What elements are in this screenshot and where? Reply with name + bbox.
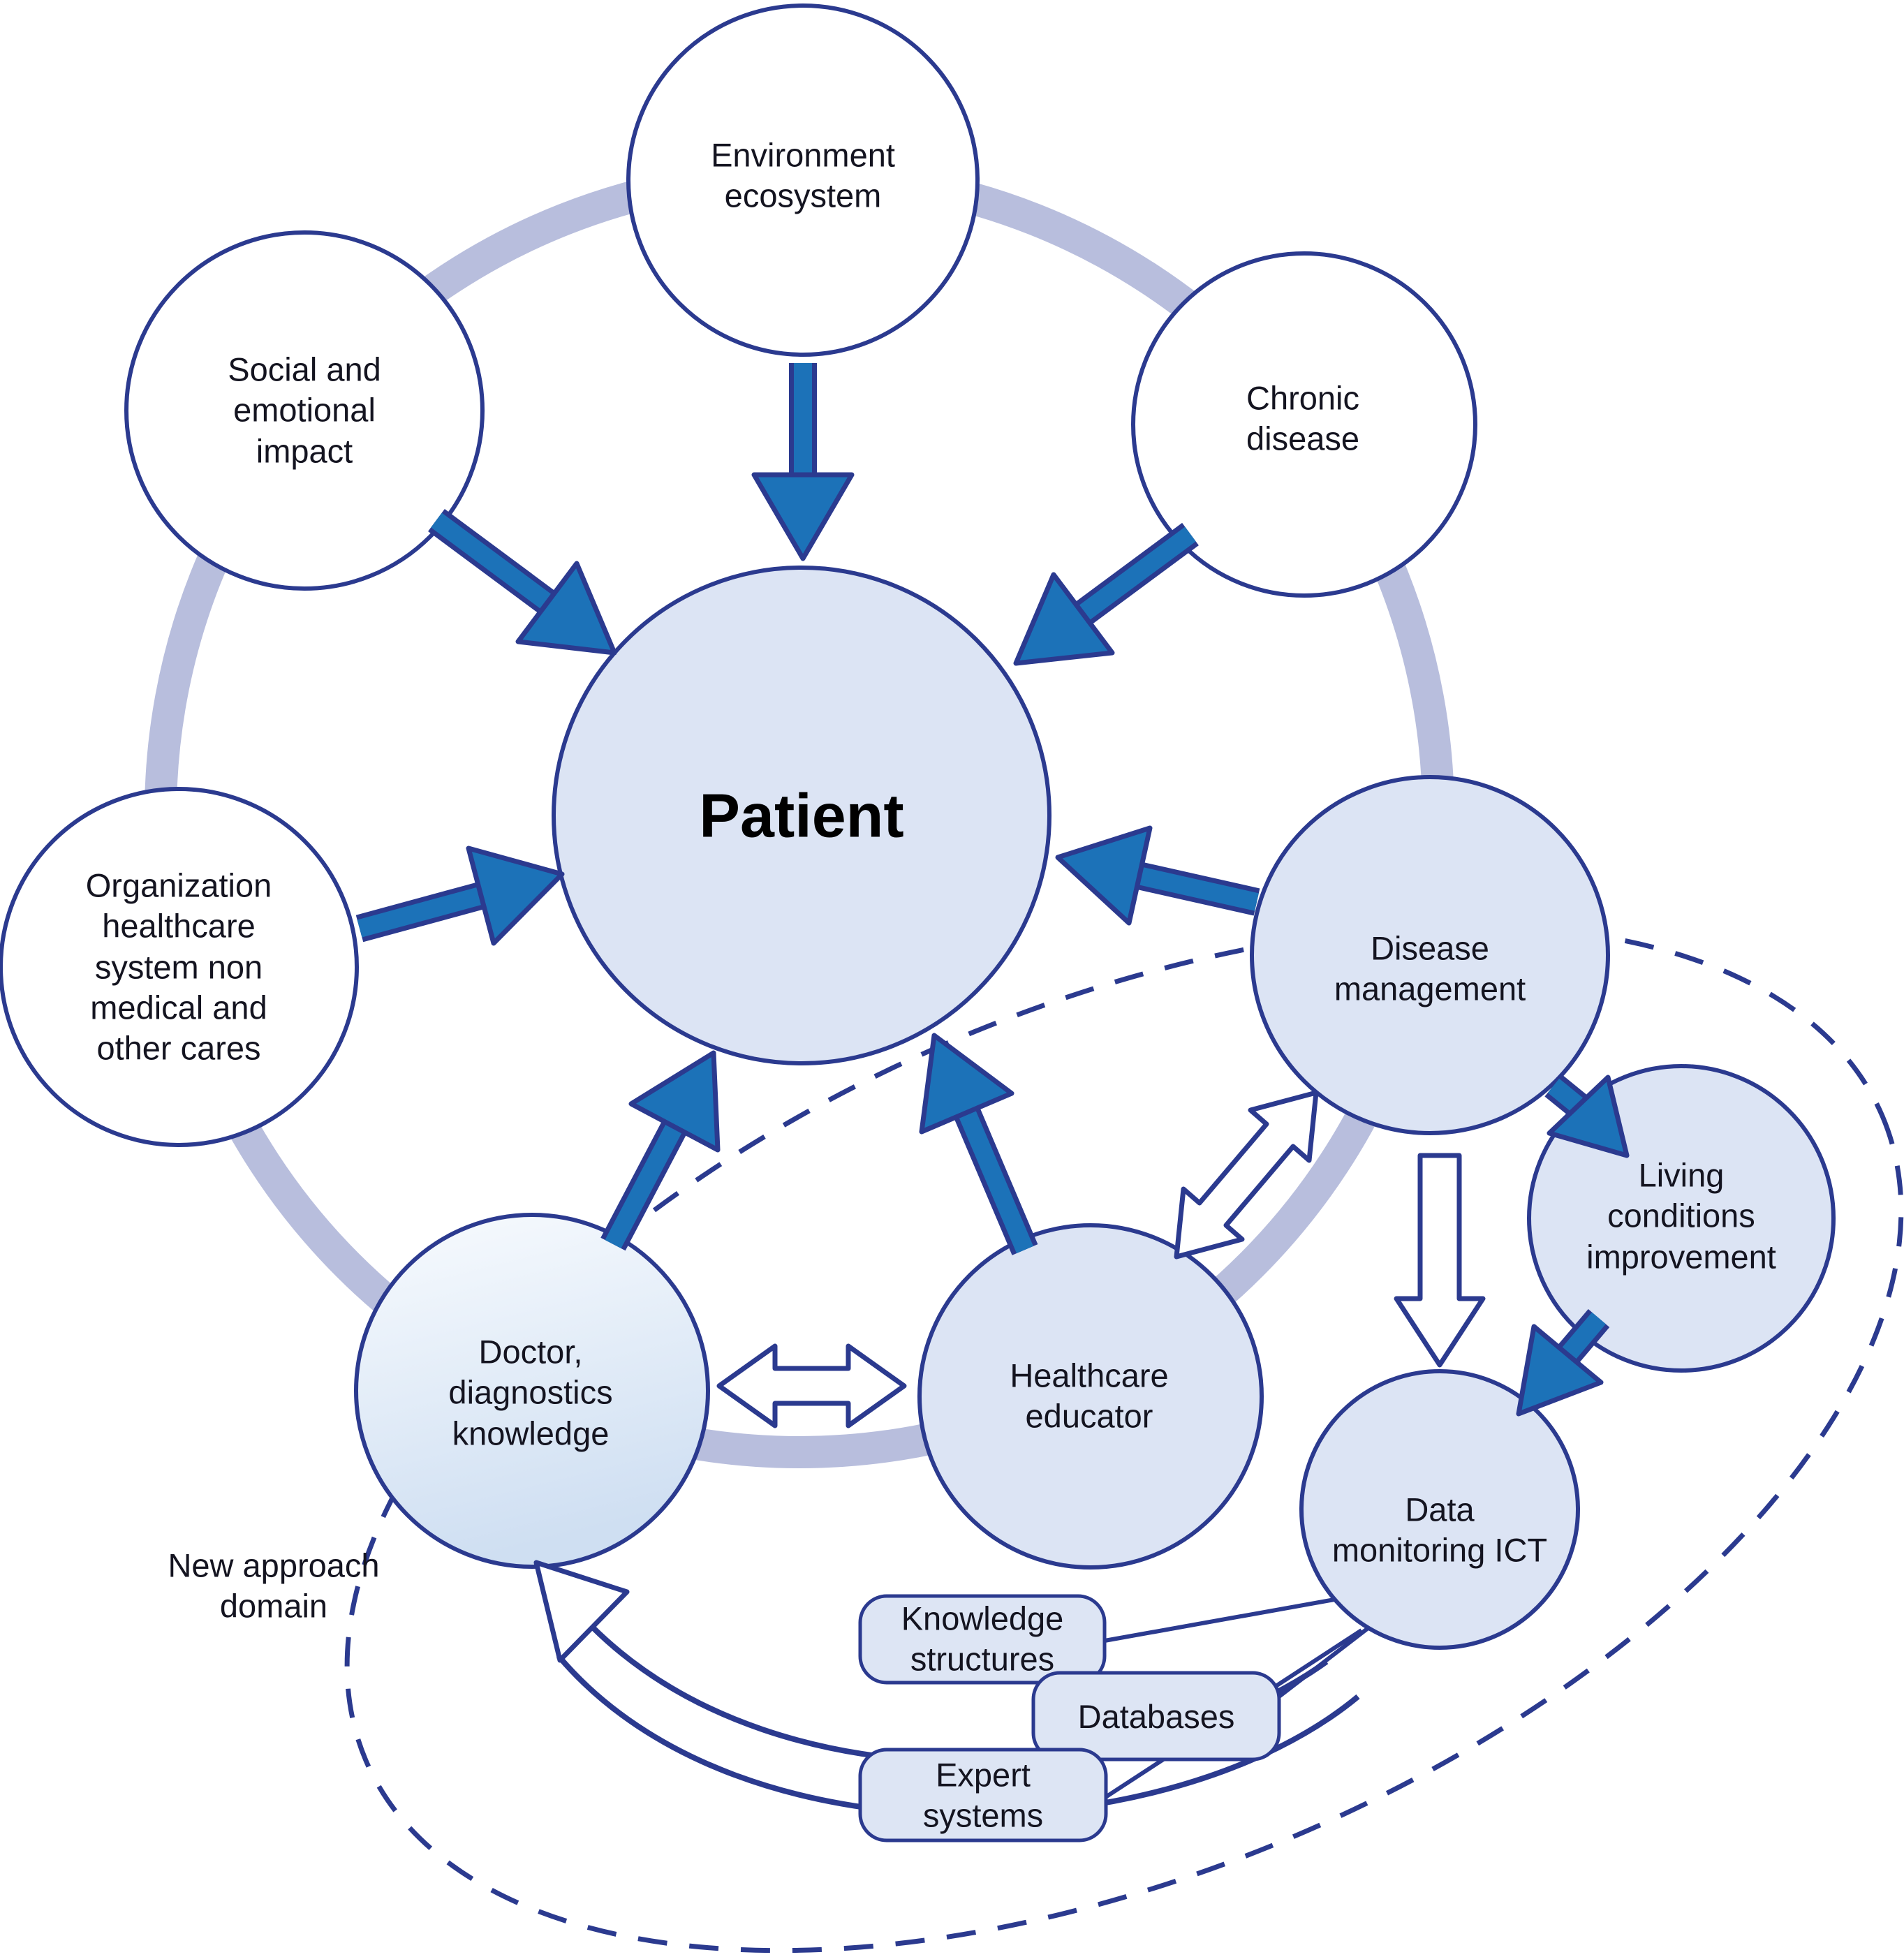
healthcare-educator-node-circle <box>917 1223 1264 1570</box>
double-arrow-doctor-educator <box>716 1343 907 1428</box>
knowledge-structures-box-label: Knowledge structures <box>901 1600 1064 1678</box>
new-approach-domain-label: New approach domain <box>168 1546 380 1625</box>
doctor-diagnostics-node-label: Doctor, diagnostics knowledge <box>448 1333 613 1452</box>
data-monitoring-ict-node-circle <box>1299 1369 1580 1650</box>
new-approach-domain-boundary-ellipse <box>344 923 1904 1954</box>
connector-knowledge-to-ict <box>1104 1593 1359 1643</box>
knowledge-structures-box <box>858 1594 1107 1685</box>
chronic-disease-node-label: Chronic disease <box>1246 379 1359 457</box>
arrow-organization-to-patient <box>355 845 565 946</box>
disease-management-node-circle <box>1250 775 1610 1135</box>
chronic-disease-node-circle <box>1131 251 1477 598</box>
arrow-chronic-to-patient <box>1013 522 1199 666</box>
patient-node-label: Patient <box>699 781 904 850</box>
arrow-disease-management-to-patient <box>1055 825 1260 926</box>
arrow-doctor-to-patient <box>600 1050 721 1251</box>
databases-box-label: Databases <box>1077 1697 1235 1735</box>
expert-systems-box <box>858 1748 1108 1842</box>
organization-node-label: Organization healthcare system non medic… <box>85 866 272 1067</box>
social-emotional-node-label: Social and emotional impact <box>228 350 381 470</box>
doctor-diagnostics-node-circle <box>354 1213 710 1569</box>
arrow-social-to-patient <box>428 508 617 656</box>
environment-node-label: Environment ecosystem <box>711 136 895 214</box>
disease-management-node-label: Disease management <box>1334 929 1526 1007</box>
patient-node-circle <box>552 566 1051 1065</box>
organization-node-circle <box>0 787 359 1147</box>
social-emotional-node-circle <box>124 230 485 591</box>
arrow-environment-to-patient <box>751 363 855 561</box>
feedback-arrowhead-to-doctor <box>533 1560 630 1663</box>
arrow-living-conditions-to-data-ict <box>1516 1309 1610 1417</box>
outline-arrow-disease-management-to-data-ict <box>1394 1153 1486 1368</box>
arrow-disease-management-to-living-conditions <box>1544 1074 1630 1158</box>
living-conditions-node-label: Living conditions improvement <box>1586 1156 1776 1276</box>
double-arrow-educator-disease-management <box>1174 1090 1319 1260</box>
healthcare-educator-node-label: Healthcare educator <box>1010 1357 1169 1435</box>
expert-systems-box-label: Expert systems <box>922 1756 1044 1834</box>
environment-node-circle <box>626 3 980 357</box>
data-monitoring-ict-node-label: Data monitoring ICT <box>1331 1491 1548 1569</box>
arrow-educator-to-patient <box>919 1033 1038 1255</box>
databases-box <box>1031 1671 1281 1762</box>
